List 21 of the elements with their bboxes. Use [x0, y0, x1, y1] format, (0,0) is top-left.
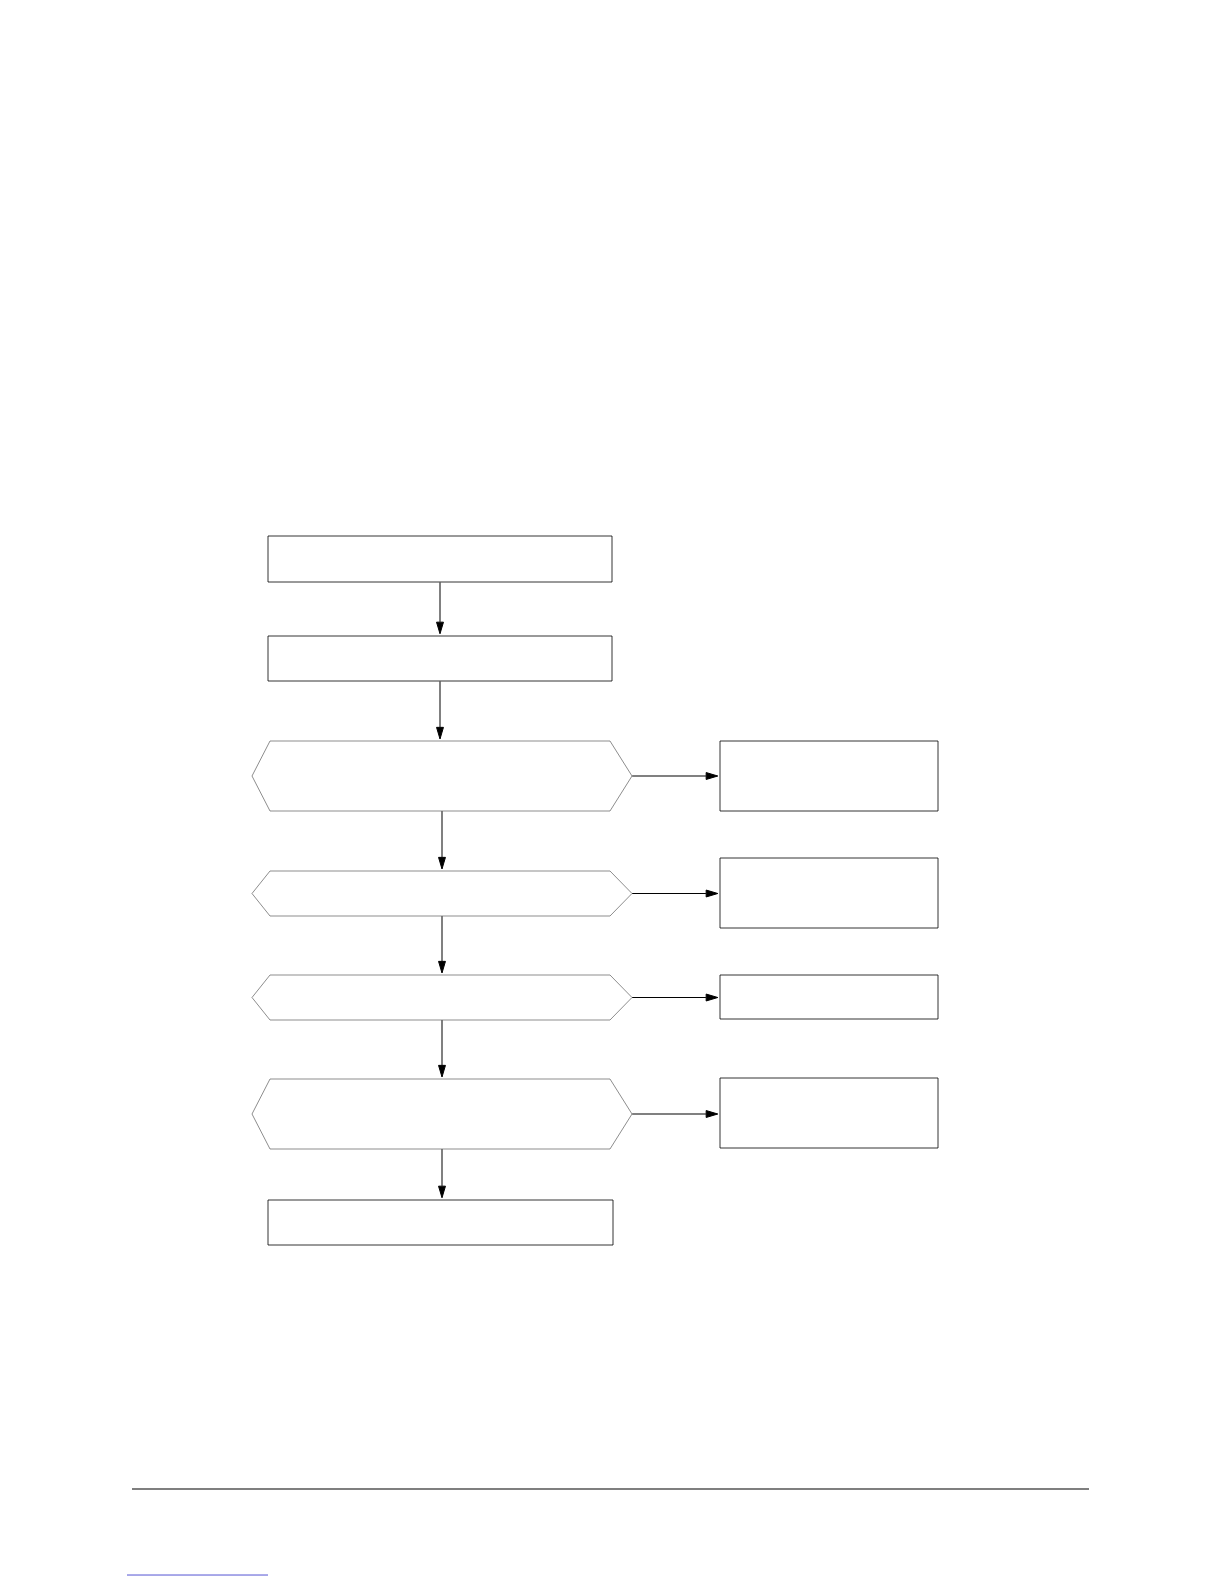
arrow — [631, 889, 719, 898]
process-box — [719, 974, 939, 1020]
process-box — [267, 535, 613, 583]
process-box — [719, 740, 939, 812]
process-box — [267, 635, 613, 682]
arrow — [436, 581, 444, 635]
arrow — [631, 1110, 719, 1118]
process-box — [267, 1199, 614, 1246]
hexagon-box — [251, 870, 633, 917]
arrow — [438, 915, 446, 974]
arrow — [631, 772, 719, 780]
arrow — [436, 680, 444, 740]
arrow — [438, 810, 446, 870]
arrow — [438, 1148, 446, 1199]
process-box — [719, 1077, 939, 1149]
process-box — [719, 857, 939, 929]
hexagon-box — [251, 740, 633, 812]
arrow — [438, 1019, 446, 1078]
hexagon-box — [251, 974, 633, 1021]
arrow — [631, 993, 719, 1002]
hexagon-box — [251, 1078, 633, 1150]
